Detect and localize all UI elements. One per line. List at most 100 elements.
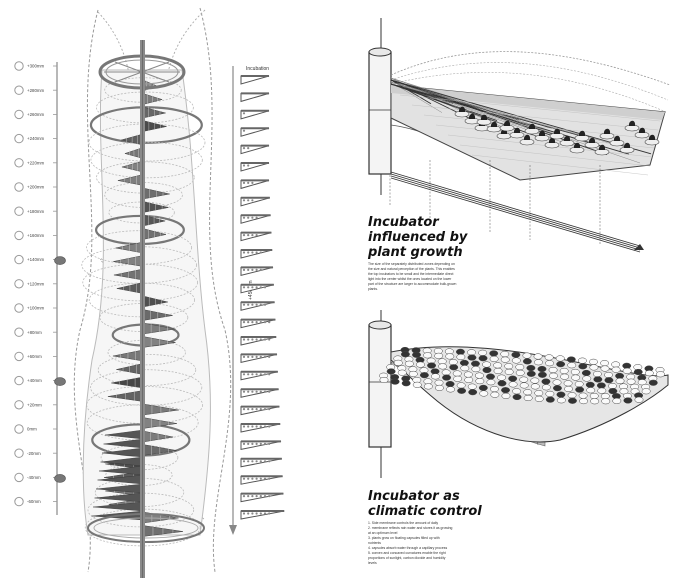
floating-capsule [560, 368, 568, 374]
floating-capsule [549, 367, 557, 373]
floating-capsule [579, 398, 587, 404]
floating-capsule [479, 385, 487, 391]
floating-capsule [608, 383, 616, 389]
floating-capsule [505, 363, 513, 369]
floating-capsule [453, 376, 461, 382]
floating-capsule [490, 356, 498, 362]
floating-capsule [446, 387, 454, 393]
floating-capsule [615, 373, 623, 379]
floating-capsule [423, 353, 431, 359]
scale-level-marker [15, 328, 23, 336]
floating-capsule [535, 390, 543, 396]
floating-capsule [460, 360, 468, 366]
floating-capsule [611, 362, 619, 368]
scale-level-label: +80mm [27, 330, 42, 335]
profile-axis-arrowhead [229, 525, 237, 535]
floating-capsule [627, 379, 635, 385]
scale-level-marker [15, 352, 23, 360]
scale-level-marker [15, 231, 23, 239]
floating-capsule [409, 371, 417, 377]
climate-incubator-drawing [369, 310, 668, 478]
floating-capsule [571, 375, 579, 381]
floating-capsule [471, 361, 479, 367]
floating-capsule [531, 378, 539, 384]
floating-capsule [456, 349, 464, 355]
scale-level-label: -40mm [27, 475, 41, 480]
floating-capsule [538, 366, 546, 372]
floating-capsule [464, 372, 472, 378]
floating-capsule [594, 377, 602, 383]
floating-capsule [491, 392, 499, 398]
floating-capsule [656, 371, 664, 377]
floating-capsule [391, 379, 399, 385]
floating-capsule [435, 380, 443, 386]
scale-level-label: +100mm [27, 306, 45, 311]
incubation-profile-wedge [241, 372, 278, 380]
incubation-profile-wedge [241, 163, 269, 171]
floating-capsule [534, 354, 542, 360]
floating-capsule [509, 382, 517, 388]
growth-title-line: influenced by [368, 230, 468, 245]
scale-level-marker [15, 110, 23, 118]
floating-capsule [542, 379, 550, 385]
scale-level-label: +140mm [27, 257, 45, 262]
floating-capsule [587, 387, 595, 393]
floating-capsule [649, 380, 657, 386]
floating-capsule [549, 373, 557, 379]
scale-level-label: 0mm [27, 427, 37, 432]
floating-capsule [571, 369, 579, 375]
height-scale: +300mm+280mm+260mm+240mm+220mm+200mm+180… [15, 62, 66, 515]
plant-marker-icon [55, 257, 66, 265]
scale-level-marker [15, 86, 23, 94]
floating-capsule [405, 361, 413, 367]
floating-capsule [523, 359, 531, 365]
plant-marker-icon [55, 474, 66, 482]
floating-capsule [431, 374, 439, 380]
floating-capsule [598, 388, 606, 394]
incubation-profile-wedge [241, 407, 279, 415]
floating-capsule [616, 378, 624, 384]
floating-capsule [498, 381, 506, 387]
floating-capsule [575, 381, 583, 387]
floating-capsule [468, 384, 476, 390]
floating-capsule [435, 385, 443, 391]
floating-capsule [601, 366, 609, 372]
floating-capsule [575, 387, 583, 393]
floating-capsule [597, 383, 605, 389]
floating-capsule [413, 382, 421, 388]
climate-title-line: climatic control [368, 504, 482, 519]
climate-title: Incubator as climatic control [368, 489, 482, 519]
incubation-profile-wedge [241, 354, 277, 362]
scale-level-marker [15, 62, 23, 70]
scale-level-label: +60mm [27, 354, 42, 359]
floating-capsule [564, 380, 572, 386]
incubation-profile-wedge [241, 267, 273, 275]
floating-capsule [623, 368, 631, 374]
floating-capsule [483, 367, 491, 373]
scale-level-label: -60mm [27, 499, 41, 504]
floating-capsule [645, 370, 653, 376]
scale-level-label: +280mm [27, 88, 45, 93]
floating-capsule [527, 371, 535, 377]
incubation-profile-wedge [241, 250, 272, 258]
floating-capsule [479, 355, 487, 361]
floating-capsule [642, 388, 650, 394]
scale-level-marker [15, 280, 23, 288]
floating-capsule [434, 353, 442, 359]
floating-capsule [520, 383, 528, 389]
floating-capsule [578, 358, 586, 364]
floating-capsule [446, 354, 454, 360]
floating-capsule [486, 374, 494, 380]
scale-level-label: +300mm [27, 64, 45, 69]
floating-capsule [457, 354, 465, 360]
scale-level-label: -20mm [27, 451, 41, 456]
floating-capsule [613, 398, 621, 404]
floating-capsule [538, 372, 546, 378]
incubation-profile-wedge [241, 76, 269, 84]
floating-capsule [524, 395, 532, 401]
floating-capsule [605, 377, 613, 383]
floating-capsule [523, 353, 531, 359]
incubation-profile-wedge [241, 215, 271, 223]
scale-level-label: +40mm [27, 378, 42, 383]
